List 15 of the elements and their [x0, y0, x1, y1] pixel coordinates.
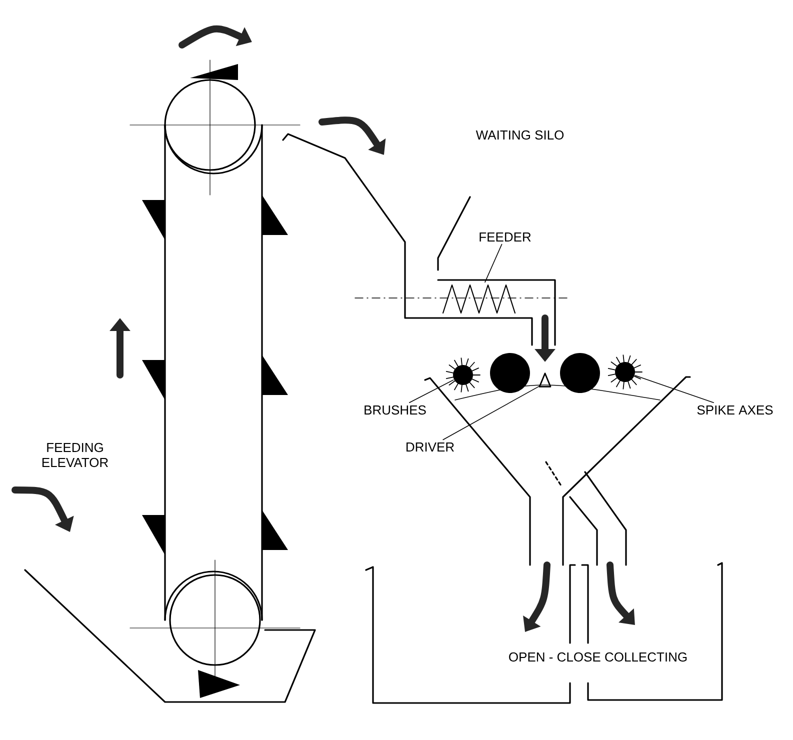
brush [608, 354, 642, 390]
part-label: FEEDING ELEVATOR [42, 442, 108, 468]
part-label: BRUSHES [364, 405, 426, 415]
driver-triangle [538, 372, 552, 388]
feeder-spring [442, 284, 516, 314]
brush [446, 358, 480, 392]
leader-line [484, 244, 502, 283]
part-label: SPIKE AXES [697, 405, 773, 415]
leader-line [408, 380, 454, 403]
leader-line [442, 386, 540, 440]
leader-line [634, 375, 714, 403]
part-label: WAITING SILO [476, 130, 564, 140]
part-label: FEEDER [480, 232, 531, 242]
part-label: DRIVER [406, 442, 454, 452]
part-label: OPEN - CLOSE COLLECTING [507, 651, 689, 663]
